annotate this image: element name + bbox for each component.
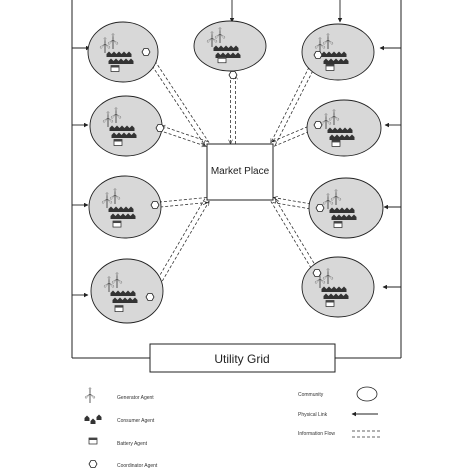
- information-flow-to-market: [270, 53, 317, 143]
- legend-information-flow-label: Information Flow: [298, 431, 335, 437]
- community-top-left: [87, 21, 159, 83]
- community-ellipse: [301, 23, 375, 81]
- coordinator-hexagon-icon: [150, 201, 160, 209]
- coordinator-hexagon-icon: [315, 204, 325, 212]
- legend-battery-label: Battery Agent: [117, 441, 148, 447]
- information-flow-from-market: [148, 198, 206, 296]
- battery-icon: [333, 221, 343, 228]
- coordinator-hexagon-icon: [312, 269, 322, 277]
- legend-generator-label: Generator Agent: [117, 395, 154, 401]
- coordinator-hexagon-icon: [88, 460, 98, 468]
- community-left-3: [88, 175, 162, 239]
- community-ellipse: [193, 20, 267, 72]
- information-flow-to-market: [151, 201, 209, 299]
- community-ellipse: [301, 256, 375, 318]
- battery-icon: [114, 305, 124, 313]
- community-top-center: [193, 20, 267, 79]
- battery-icon: [113, 139, 123, 146]
- information-flow-from-market: [148, 51, 210, 143]
- physical-link-bus: [71, 0, 402, 359]
- information-flow-to-market: [159, 129, 206, 146]
- market-place-node: Market Place: [206, 143, 274, 201]
- information-flow-to-market: [272, 122, 318, 142]
- community-legend-icon: [356, 386, 378, 402]
- battery-icon: [112, 220, 122, 228]
- information-flow-from-market: [161, 126, 208, 143]
- community-left-4: [90, 258, 164, 324]
- physical-link-arrows: [72, 0, 401, 298]
- coordinator-hexagon-icon: [145, 293, 155, 301]
- information-flow-to-market: [143, 53, 205, 145]
- community-left-2: [89, 95, 165, 157]
- utility-grid-label: Utility Grid: [214, 352, 269, 366]
- community-ellipse: [88, 175, 162, 239]
- community-ellipse: [87, 21, 159, 83]
- information-flow-legend-arrow: [352, 430, 380, 438]
- legend-coordinator-label: Coordinator Agent: [117, 463, 158, 469]
- legend-consumer-label: Consumer Agent: [117, 418, 155, 424]
- community-right-3: [308, 177, 384, 239]
- legend-physical-link-label: Physical Link: [298, 412, 328, 418]
- community-ellipse: [308, 177, 384, 239]
- battery-icon: [217, 56, 227, 64]
- coordinator-hexagon-icon: [155, 124, 165, 132]
- coordinator-hexagon-icon: [141, 48, 151, 56]
- community-top-right: [301, 23, 375, 81]
- communities: [87, 20, 384, 324]
- legend-community-label: Community: [298, 392, 324, 398]
- battery-icon: [88, 437, 98, 445]
- coordinator-hexagon-icon: [313, 121, 323, 129]
- information-flow-from-market: [270, 201, 315, 274]
- information-flow-from-market: [272, 202, 320, 210]
- community-right-2: [306, 99, 382, 157]
- battery-icon: [110, 65, 120, 72]
- coordinator-hexagon-icon: [228, 71, 238, 79]
- information-flow-from-market: [155, 197, 207, 203]
- information-flow-to-market: [275, 199, 320, 272]
- coordinator-hexagon-icon: [313, 51, 323, 59]
- community-ellipse: [90, 258, 164, 324]
- community-ellipse: [89, 95, 163, 157]
- community-right-4: [301, 256, 375, 318]
- wind-turbine-icon: [84, 387, 96, 404]
- legend: Generator Agent Consumer Agent Battery A…: [84, 386, 380, 469]
- information-flow-to-market: [155, 202, 207, 208]
- market-place-label: Market Place: [211, 166, 270, 177]
- battery-icon: [331, 139, 341, 147]
- battery-icon: [325, 63, 335, 71]
- utility-grid-node: Utility Grid: [149, 343, 336, 373]
- consumer-house-icon: [84, 414, 102, 424]
- battery-icon: [325, 300, 335, 307]
- information-flow-from-market: [274, 56, 321, 146]
